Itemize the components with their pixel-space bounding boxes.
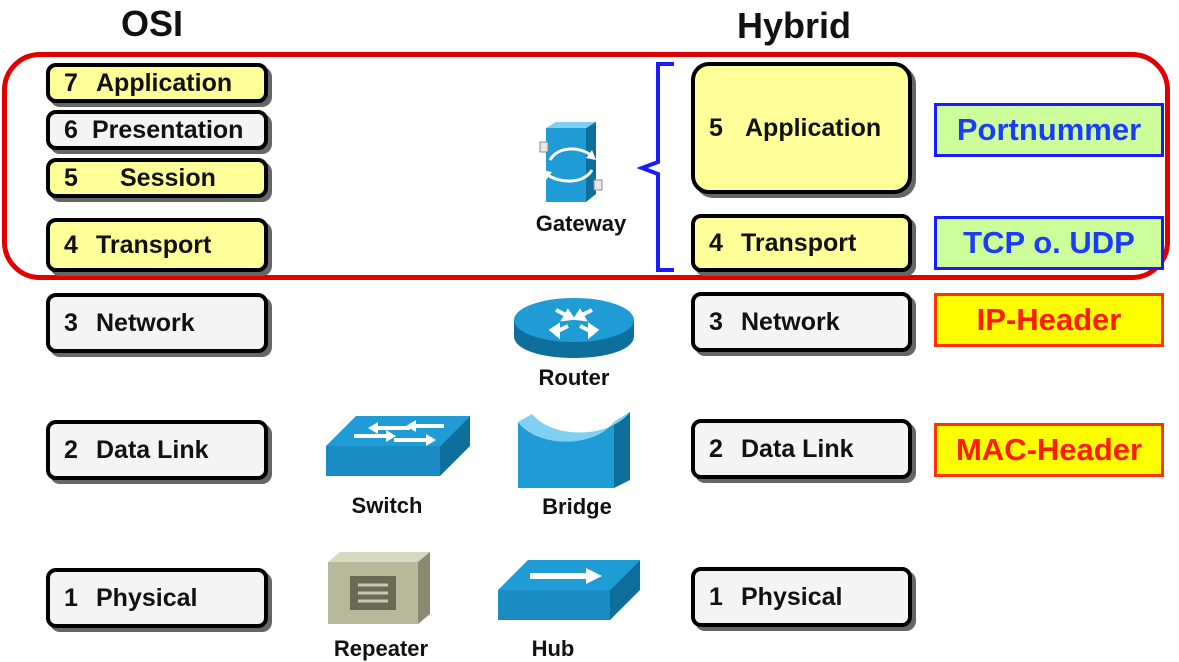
repeater-icon [328, 552, 430, 624]
tcp-udp-tag: TCP o. UDP [934, 216, 1164, 270]
layer-label: Application [96, 68, 233, 97]
bracket-icon [636, 62, 674, 272]
upper-layers-frame [2, 52, 1170, 280]
hybrid-title: Hybrid [737, 5, 852, 46]
layer-label: Physical [741, 582, 843, 611]
layer-label: Data Link [741, 434, 854, 463]
layer-label: Application [745, 113, 882, 142]
router-icon [514, 298, 634, 358]
layer-label: Session [120, 163, 216, 192]
gateway-icon [539, 122, 603, 202]
layer-label: Network [96, 308, 195, 337]
ip-header-tag: IP-Header [934, 293, 1164, 347]
layer-label: Network [741, 307, 840, 336]
layer-label: Transport [96, 230, 212, 259]
switch-icon [326, 416, 470, 476]
layer-label: Data Link [96, 435, 209, 464]
switch-label: Switch [351, 493, 423, 518]
bridge-label: Bridge [542, 494, 612, 519]
portnummer-tag: Portnummer [934, 103, 1164, 157]
repeater-label: Repeater [333, 636, 429, 661]
layer-label: Transport [741, 228, 857, 257]
bridge-icon [518, 412, 630, 488]
hub-icon [498, 560, 640, 620]
hub-label: Hub [531, 636, 575, 661]
mac-header-tag: MAC-Header [934, 423, 1164, 477]
layer-label: Presentation [92, 115, 244, 144]
layer-label: Physical [96, 583, 198, 612]
router-label: Router [538, 365, 610, 390]
osi-title: OSI [121, 3, 184, 44]
gateway-label: Gateway [535, 211, 627, 236]
